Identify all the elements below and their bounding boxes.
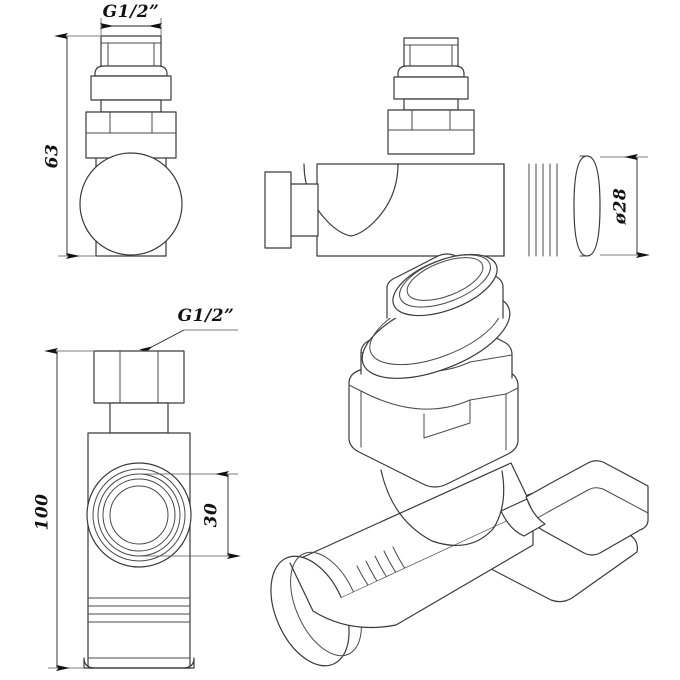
spigot-body <box>100 35 162 69</box>
iso-handwheel-cap-inner <box>290 551 362 657</box>
dimension-label-thread-top-left: G1/2” <box>103 2 160 22</box>
dimension-label-thread-bottom-left: G1/2” <box>178 306 235 326</box>
handwheel-inner-circle <box>109 485 169 545</box>
dimension-label-100: 100 <box>33 494 53 531</box>
iso-union-nut <box>525 460 649 556</box>
collar-rounded <box>94 65 168 77</box>
hex-nut <box>93 350 185 404</box>
spigot-body <box>403 37 459 69</box>
plan-view: G1/2” 100 30 <box>33 306 241 671</box>
neck <box>109 402 169 434</box>
iso-barrel-lower-edge <box>312 508 534 629</box>
handwheel-circle <box>79 152 183 256</box>
iso-union-nut-edge <box>535 487 649 520</box>
iso-connector-stub <box>500 498 546 537</box>
valve-horizontal-body <box>316 163 505 257</box>
front-elevation-view: 63 G1/2” <box>43 2 183 259</box>
flange-ring <box>393 76 469 100</box>
dimension-label-63: 63 <box>43 144 63 169</box>
end-cap-rounded <box>573 155 601 257</box>
valve-body-block <box>387 109 475 155</box>
isometric-view <box>270 253 649 667</box>
neck <box>403 98 459 111</box>
flange-ring <box>90 75 172 101</box>
leader-line-thread-bottom-left <box>139 329 185 356</box>
iso-spigot-bore <box>406 257 484 301</box>
bottom-lip <box>83 657 195 669</box>
union-nut <box>264 171 292 249</box>
connector-stub <box>289 183 319 237</box>
valve-body-block <box>85 111 177 159</box>
neck <box>100 99 162 113</box>
iso-collar-facet-top <box>360 390 507 410</box>
collar-rounded <box>397 65 465 78</box>
dimension-label-30: 30 <box>202 503 222 528</box>
iso-cone-shoulder <box>380 469 505 547</box>
iso-barrel-left-edge <box>289 562 314 612</box>
iso-spigot-ring-1 <box>399 254 491 308</box>
dimension-label-diameter-28: ø28 <box>611 188 631 226</box>
side-elevation-view: ø28 <box>264 37 650 258</box>
iso-collar-notch <box>423 399 471 439</box>
